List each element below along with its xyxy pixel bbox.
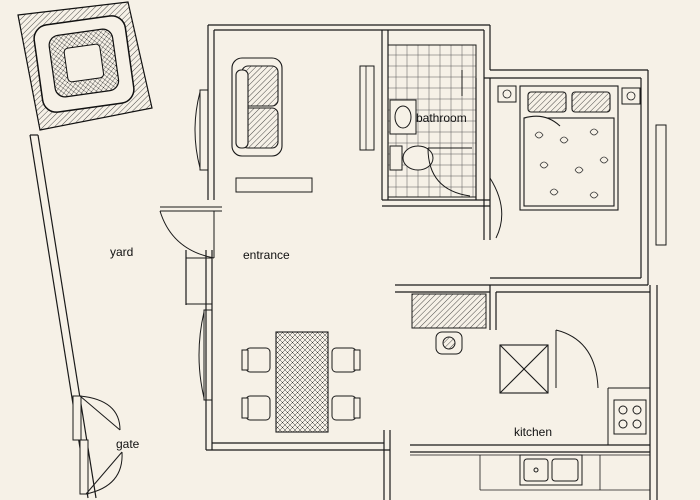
bed-icon (519, 85, 619, 211)
desk (411, 293, 487, 329)
bathroom-door (427, 147, 472, 197)
hot-tub-icon (17, 1, 153, 131)
gate (72, 395, 123, 495)
label-kitchen: kitchen (514, 425, 552, 439)
tv-cabinet (235, 177, 313, 193)
toilet-icon (389, 145, 434, 171)
bedroom-window (655, 124, 667, 246)
kitchen-sink-icon (519, 454, 583, 486)
label-bathroom: bathroom (416, 111, 467, 125)
label-entrance: entrance (243, 248, 290, 262)
nightstand-right (621, 87, 641, 105)
sink-icon (389, 99, 417, 135)
sofa-icon (231, 57, 283, 157)
fridge-box (499, 344, 549, 394)
window-left-upper (194, 89, 209, 171)
bedroom-door (489, 177, 503, 240)
nightstand-left (497, 85, 517, 103)
label-yard: yard (110, 245, 133, 259)
kitchen-wall (395, 284, 650, 330)
chair-icon (435, 331, 463, 355)
dining-table (275, 331, 329, 433)
entrance-door (159, 206, 222, 305)
kitchen-counter (607, 387, 650, 445)
kitchen-door (555, 329, 599, 389)
kitchen-cabinets (410, 454, 650, 491)
stove-icon (613, 399, 647, 435)
label-gate: gate (116, 437, 140, 451)
dining-chairs (241, 347, 361, 421)
bathroom-shelf (359, 65, 375, 151)
bathroom (381, 30, 491, 240)
outer-walls (185, 24, 658, 500)
window-left-lower (198, 309, 213, 401)
